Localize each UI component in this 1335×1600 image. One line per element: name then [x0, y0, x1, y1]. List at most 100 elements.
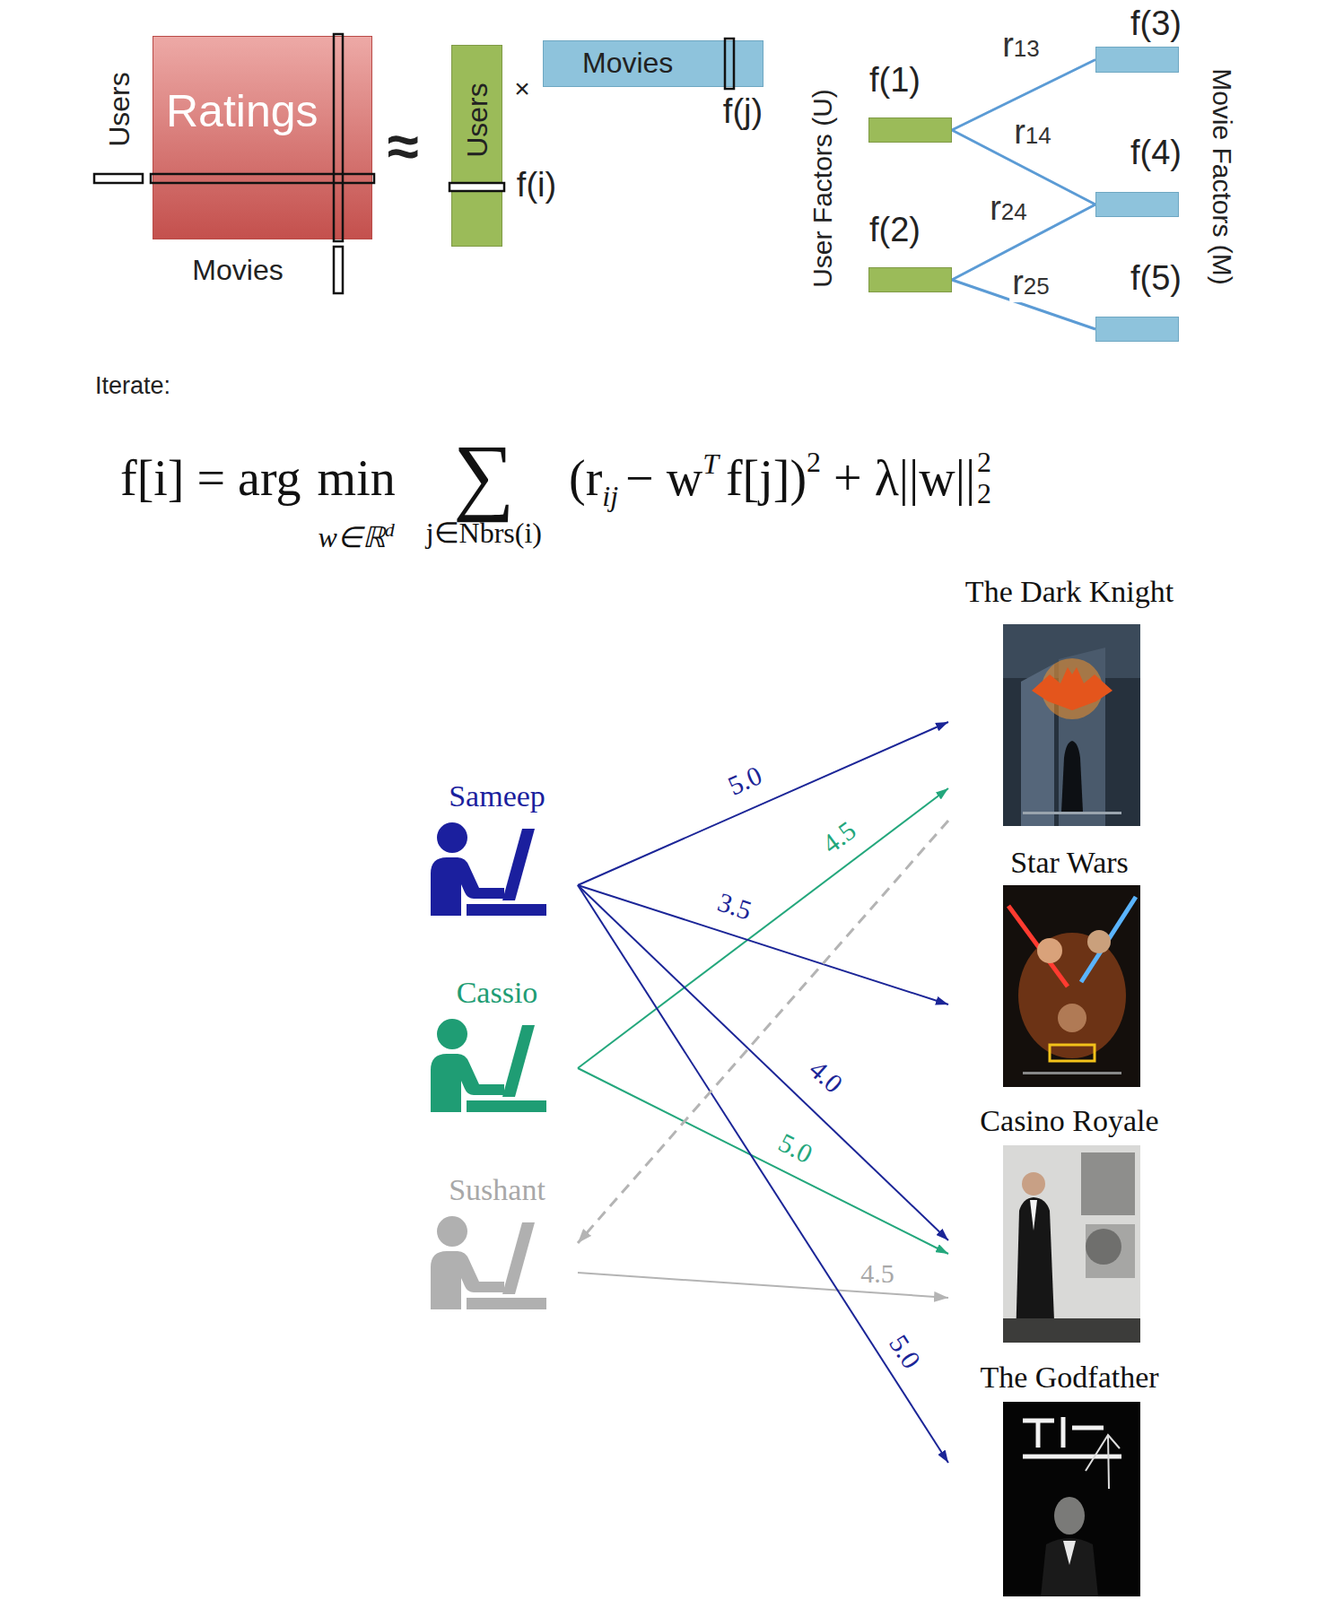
- movie-factor-bar: f(5): [1095, 316, 1179, 342]
- movie-poster: [1029, 1200, 1038, 1231]
- movie-title: The Dark Knight: [965, 574, 1174, 611]
- movie-poster: [1058, 647, 1106, 827]
- movie-factor-bar: f(3): [1095, 46, 1179, 73]
- user-icon: [502, 828, 535, 901]
- user-name: Sameep: [448, 778, 546, 816]
- matrix-title: Users: [462, 82, 492, 158]
- movie-poster: [1081, 1152, 1135, 1216]
- edge-label: 5.0: [771, 1125, 821, 1170]
- user-name: Sushant: [448, 1172, 546, 1210]
- formula-group: ∑j∈Nbrs(i): [426, 432, 542, 548]
- movie-poster: [1061, 741, 1083, 812]
- prediction-arrow: [577, 820, 949, 1244]
- movie-poster: [1063, 1541, 1076, 1566]
- factor-label: f(j): [723, 93, 763, 131]
- formula-term: min: [317, 453, 396, 504]
- movie-poster: [1085, 1229, 1122, 1266]
- formula-term: (r: [568, 453, 603, 504]
- matrix-slice: [333, 246, 343, 294]
- movie-poster: [1003, 1402, 1141, 1597]
- operator: ×: [514, 73, 531, 104]
- movie-poster: [1018, 933, 1126, 1059]
- user-icon: [430, 1216, 547, 1310]
- formula-term: d: [384, 518, 395, 541]
- edge-label: r25: [1009, 264, 1053, 303]
- factor-label: f(5): [1130, 259, 1182, 299]
- rating-arrow: [577, 788, 949, 1069]
- formula-group: min w∈ℝd: [317, 453, 396, 556]
- matrix-slice: [150, 174, 375, 184]
- edge-label: 5.0: [881, 1327, 928, 1377]
- user-icon: [430, 822, 547, 917]
- movie-poster: [1022, 1417, 1122, 1458]
- rating-arrow: [577, 885, 949, 1005]
- movie-poster: [1003, 1145, 1141, 1344]
- movie-node: Star Wars: [948, 845, 1191, 1088]
- movie-poster: [1057, 1003, 1087, 1033]
- user-factor-bar: f(2): [868, 267, 952, 293]
- movie-poster: [1054, 1497, 1085, 1536]
- formula-term: − w: [625, 453, 703, 504]
- formula-term: + λ||w||: [833, 453, 976, 504]
- edge-label: r24: [986, 190, 1030, 228]
- movie-poster: [1037, 938, 1063, 964]
- movie-poster: [1003, 624, 1141, 827]
- user-icon: [502, 1025, 535, 1098]
- movie-poster: [1008, 906, 1068, 987]
- edge-label: 4.5: [857, 1258, 898, 1289]
- axis-label: Movie Factors (M): [1207, 68, 1238, 286]
- axis-label: Movies: [191, 254, 283, 287]
- formula-group: 22: [977, 446, 992, 510]
- movie-poster: [1087, 930, 1111, 954]
- movie-node: The Godfather: [948, 1360, 1191, 1597]
- matrix-slice: [94, 34, 734, 294]
- user-icon: [430, 1019, 547, 1113]
- user-node: Sushant: [416, 1172, 578, 1317]
- movie-poster: [1022, 811, 1122, 815]
- formula-term: ij: [602, 481, 619, 511]
- movie-poster: [1081, 897, 1136, 983]
- user-icon: [436, 822, 468, 854]
- edge-label: 3.5: [711, 886, 759, 927]
- movie-poster: [1003, 624, 1141, 679]
- movie-poster: [1003, 885, 1141, 1088]
- formula-term: 2: [977, 478, 992, 510]
- movie-poster: [1003, 624, 1141, 827]
- movie-poster: [1020, 663, 1055, 827]
- movie-poster: [1015, 1197, 1056, 1344]
- axis-label: Users: [104, 71, 136, 148]
- user-icon: [436, 1216, 468, 1248]
- movie-factor-matrix: Movies: [542, 40, 764, 88]
- rating-arrow: [577, 885, 949, 1241]
- user-node: Sameep: [416, 778, 578, 923]
- formula-term: f[j]): [725, 453, 807, 504]
- user-node: Cassio: [416, 975, 578, 1119]
- edge-label: 4.0: [802, 1052, 851, 1101]
- user-icon: [466, 1298, 547, 1310]
- movie-poster: [1003, 1145, 1141, 1344]
- factor-label: f(4): [1130, 133, 1182, 174]
- formula-term: ∑: [453, 432, 515, 519]
- user-icon: [502, 1222, 535, 1295]
- formula-term: w∈ℝ: [317, 521, 384, 554]
- user-icon: [430, 857, 505, 917]
- rating-arrow: [577, 722, 949, 886]
- movie-poster: [1021, 1172, 1046, 1196]
- formula-term: j∈Nbrs(i): [426, 518, 542, 548]
- movie-poster: [1085, 1435, 1120, 1490]
- user-factor-matrix: Users: [451, 44, 503, 247]
- movie-node: The Dark Knight: [948, 574, 1191, 827]
- movie-title: Casino Royale: [979, 1103, 1159, 1141]
- user-icon: [436, 1019, 468, 1050]
- formula-term: T: [702, 449, 719, 479]
- matrix-title: Ratings: [165, 87, 319, 137]
- matrix-title: Movies: [582, 47, 673, 79]
- movie-poster: [1031, 667, 1113, 711]
- matrix-slice: [724, 38, 734, 89]
- movie-poster: [1041, 658, 1103, 720]
- formula-term: f[i] = arg: [120, 453, 302, 504]
- user-name: Cassio: [456, 975, 539, 1013]
- operator: ≈: [386, 114, 419, 178]
- factor-label: f(3): [1130, 4, 1182, 44]
